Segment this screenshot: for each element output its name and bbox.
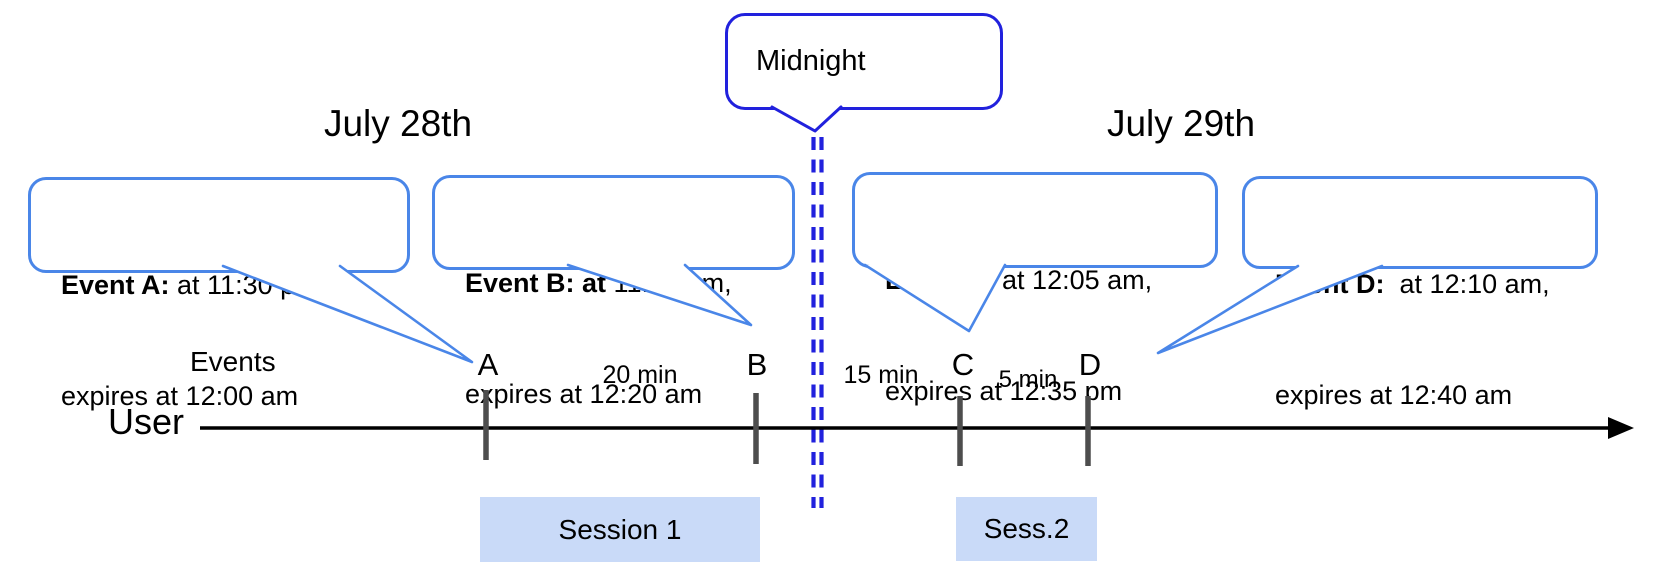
tick-label-a: A — [477, 347, 499, 382]
callout-event-b-line1: Event B: at 11:50 pm, — [465, 268, 732, 298]
callout-event-c-line2: expires at 12:35 pm — [885, 376, 1123, 406]
callout-event-c-line1: Event C: at 12:05 am, — [885, 265, 1153, 295]
session-1-box: Session 1 — [480, 497, 760, 562]
interval-20min-label: 20 min — [602, 361, 678, 389]
callout-event-a-line2: expires at 12:00 am — [61, 381, 299, 411]
callout-event-d: Event D: at 12:10 am, expires at 12:40 a… — [1242, 176, 1598, 410]
tick-label-b: B — [746, 347, 768, 382]
session-2-box: Sess.2 — [956, 497, 1097, 561]
callout-event-a-line1: Event A: at 11:30 pm, — [61, 270, 326, 300]
user-axis-label: User — [108, 401, 185, 442]
timeline-arrowhead-icon — [1608, 417, 1634, 439]
date-label-july-29: July 29th — [1106, 103, 1256, 144]
callout-event-b: Event B: at 11:50 pm, expires at 12:20 a… — [432, 175, 795, 409]
tick-label-c: C — [951, 347, 975, 382]
midnight-tail-pointer — [770, 105, 843, 133]
events-axis-label: Events — [190, 346, 276, 377]
midnight-label: Midnight — [756, 45, 866, 77]
callout-event-c: Event C: at 12:05 am, expires at 12:35 p… — [852, 172, 1218, 406]
interval-5min-label: 5 min — [998, 366, 1058, 393]
callout-event-d-line2: expires at 12:40 am — [1275, 380, 1513, 410]
callout-event-d-line1: Event D: at 12:10 am, — [1275, 269, 1550, 299]
session-1-label: Session 1 — [558, 513, 682, 545]
midnight-callout: Midnight — [725, 13, 1003, 110]
callout-event-a: Event A: at 11:30 pm, expires at 12:00 a… — [28, 177, 410, 411]
callout-event-b-line2: expires at 12:20 am — [465, 379, 703, 409]
tick-label-d: D — [1078, 347, 1102, 382]
session-2-label: Sess.2 — [983, 513, 1070, 544]
date-label-july-28: July 28th — [323, 103, 473, 144]
interval-15min-label: 15 min — [843, 361, 919, 389]
